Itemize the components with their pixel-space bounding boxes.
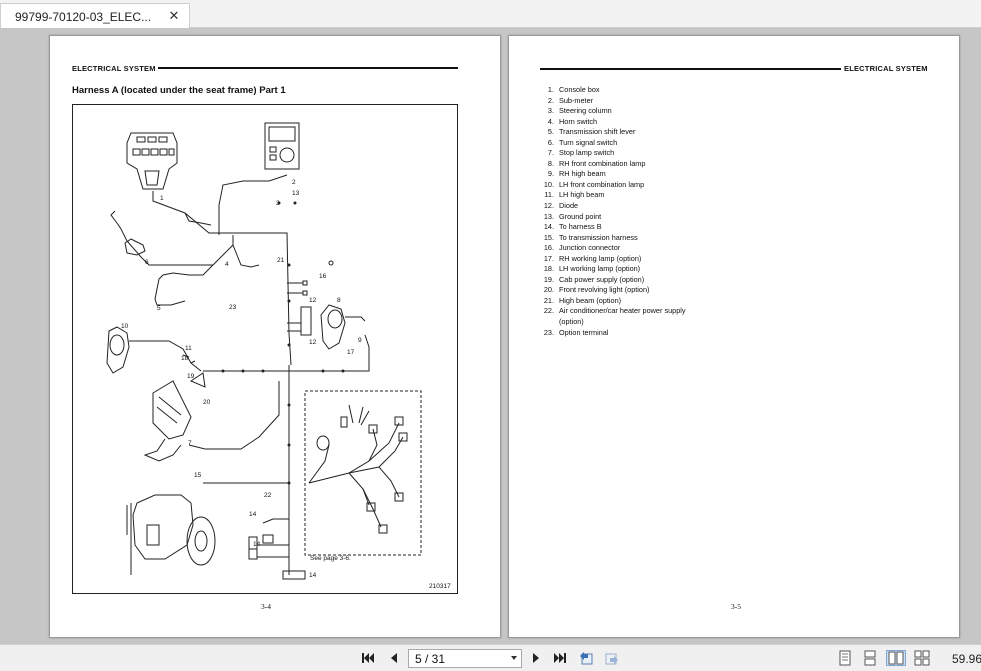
- callout-20: 20: [203, 399, 211, 406]
- header-rule: [540, 68, 841, 70]
- legend-item: 19.Cab power supply (option): [543, 274, 645, 284]
- legend-item: (option): [559, 317, 584, 327]
- legend-item: 22.Air conditioner/car heater power supp…: [543, 306, 686, 316]
- callout-3: 3: [276, 200, 280, 207]
- document-viewer[interactable]: ELECTRICAL SYSTEM Harness A (located und…: [0, 28, 981, 644]
- legend-item: 23.Option terminal: [543, 327, 609, 337]
- zoom-level[interactable]: 59.96: [952, 652, 981, 666]
- close-tab-icon[interactable]: ✕: [168, 8, 180, 23]
- see-page-note: See page 3-6.: [310, 555, 351, 562]
- next-page-icon[interactable]: [528, 650, 544, 666]
- callout-14c: 14: [309, 572, 317, 579]
- page-title: Harness A (located under the seat frame)…: [72, 85, 286, 96]
- callout-15: 15: [194, 472, 202, 479]
- callout-11: 11: [185, 345, 192, 352]
- legend-item: 21.High beam (option): [543, 295, 622, 305]
- callout-14b: 14: [253, 541, 261, 548]
- legend-item: 9.RH high beam: [547, 169, 606, 179]
- callout-23: 23: [229, 304, 237, 311]
- single-page-icon[interactable]: [837, 650, 853, 666]
- bottom-toolbar: 5 / 31 59.96: [0, 644, 981, 671]
- callout-16: 16: [319, 273, 327, 280]
- legend-item: 20.Front revolving light (option): [543, 285, 650, 295]
- callout-21: 21: [277, 257, 285, 264]
- callout-5: 5: [157, 305, 161, 312]
- legend-item: 7.Stop lamp switch: [547, 148, 615, 158]
- legend-item: 16.Junction connector: [543, 243, 621, 253]
- section-header: ELECTRICAL SYSTEM: [72, 64, 156, 73]
- legend-item: 14.To harness B: [543, 222, 602, 232]
- page-right: ELECTRICAL SYSTEM 1.Console box 2.Sub-me…: [508, 35, 960, 638]
- facing-pages-icon[interactable]: [886, 650, 906, 666]
- page-left: ELECTRICAL SYSTEM Harness A (located und…: [49, 35, 501, 638]
- tab-bar: 99799-70120-03_ELEC... ✕: [0, 0, 981, 29]
- callout-1: 1: [160, 195, 164, 202]
- callout-10: 10: [121, 323, 129, 330]
- first-page-icon[interactable]: [360, 650, 376, 666]
- legend-list: 1.Console box 2.Sub-meter 3.Steering col…: [539, 85, 839, 338]
- last-page-icon[interactable]: [552, 650, 568, 666]
- section-header: ELECTRICAL SYSTEM: [844, 64, 928, 73]
- legend-item: 2.Sub-meter: [547, 95, 594, 105]
- callout-13: 13: [292, 190, 300, 197]
- callout-8: 8: [337, 297, 341, 304]
- wiring-diagram: 1 2 3 4 5 6 7 8 9 10 11 12 12 13 14 14 1…: [72, 104, 458, 594]
- callout-12a: 12: [309, 297, 317, 304]
- legend-item: 4.Horn switch: [547, 116, 598, 126]
- legend-item: 8.RH front combination lamp: [547, 158, 646, 168]
- callout-4: 4: [225, 261, 229, 268]
- legend-item: 15.To transmission harness: [543, 232, 638, 242]
- legend-item: 12.Diode: [543, 201, 579, 211]
- page-indicator: 5 / 31: [415, 651, 446, 666]
- callout-2: 2: [292, 179, 296, 186]
- callout-19: 19: [187, 373, 195, 380]
- callout-22: 22: [264, 492, 272, 499]
- legend-item: 13.Ground point: [543, 211, 602, 221]
- callout-14a: 14: [249, 511, 257, 518]
- document-tab[interactable]: 99799-70120-03_ELEC... ✕: [0, 3, 190, 29]
- legend-item: 1.Console box: [547, 85, 600, 94]
- legend-item: 5.Transmission shift lever: [547, 127, 636, 137]
- tab-title: 99799-70120-03_ELEC...: [15, 9, 152, 24]
- callout-17: 17: [347, 349, 355, 356]
- legend-item: 11.LH high beam: [544, 190, 605, 200]
- chevron-down-icon: [511, 656, 517, 660]
- prev-page-icon[interactable]: [386, 650, 402, 666]
- page-number-select[interactable]: 5 / 31: [408, 649, 522, 668]
- go-back-icon[interactable]: [578, 650, 594, 666]
- header-rule: [158, 67, 458, 69]
- callout-9: 9: [358, 337, 362, 344]
- go-forward-icon[interactable]: [604, 650, 620, 666]
- callout-6: 6: [145, 259, 149, 266]
- legend-item: 6.Turn signal switch: [547, 137, 618, 147]
- continuous-icon[interactable]: [862, 650, 878, 666]
- page-number: 3-5: [731, 602, 741, 611]
- callout-7: 7: [188, 440, 192, 447]
- legend-item: 17.RH working lamp (option): [543, 253, 642, 263]
- harness-drawing: [106, 122, 422, 580]
- page-number: 3-4: [261, 602, 271, 611]
- legend-item: 3.Steering column: [547, 106, 612, 116]
- callout-18: 18: [181, 355, 189, 362]
- continuous-facing-icon[interactable]: [914, 650, 930, 666]
- figure-id: 210317: [429, 583, 451, 590]
- callout-12b: 12: [309, 339, 317, 346]
- legend-item: 10.LH front combination lamp: [543, 179, 645, 189]
- legend-item: 18.LH working lamp (option): [543, 264, 641, 274]
